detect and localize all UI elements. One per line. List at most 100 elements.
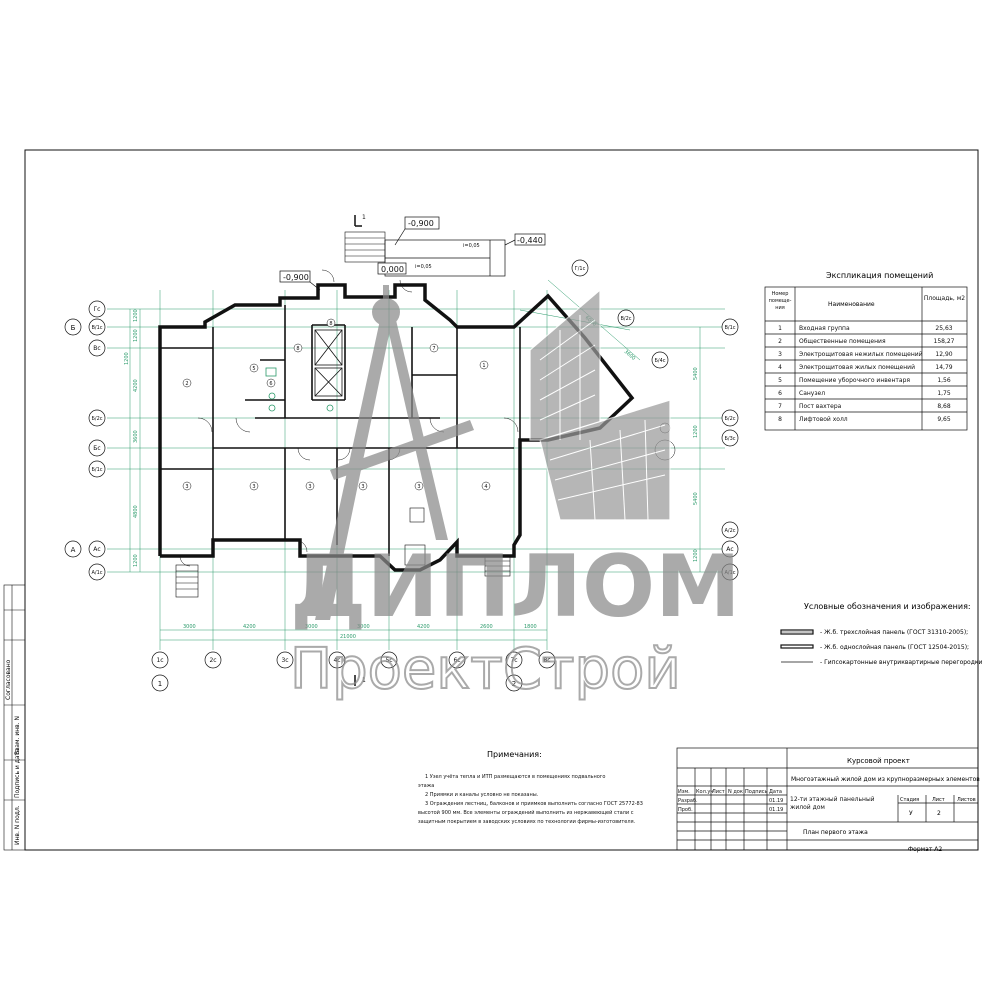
axis-label: А/2с bbox=[724, 528, 735, 534]
level-value: -0,440 bbox=[517, 236, 543, 245]
stamp-format: Формат А2 bbox=[908, 846, 942, 853]
legend-item: - Ж.б. трехслойная панель (ГОСТ 31310-20… bbox=[820, 629, 968, 636]
explication-cell-name: Пост вахтера bbox=[799, 403, 842, 410]
room-number: 3 bbox=[185, 484, 188, 490]
axis-label: Ас bbox=[93, 546, 100, 553]
axis-label: 7с bbox=[510, 657, 517, 664]
bottom-dimensions: 3000 4200 3000 3000 4200 2600 1800 21000 bbox=[183, 624, 537, 640]
axis-label: 4с bbox=[333, 657, 340, 664]
room-number: 5 bbox=[252, 366, 255, 372]
room-number: 3 bbox=[308, 484, 311, 490]
explication-cell-area: 8,68 bbox=[937, 403, 951, 410]
stamp-sheet-header: Лист bbox=[932, 797, 945, 803]
inner-frame bbox=[24, 149, 979, 851]
stamp-role: Проб. bbox=[678, 807, 693, 813]
axis-label: Гс bbox=[94, 306, 101, 313]
explication-cell-area: 9,65 bbox=[937, 416, 951, 423]
level-value: -0,900 bbox=[408, 219, 434, 228]
side-stamp bbox=[3, 584, 26, 851]
dim-text: 1800 bbox=[524, 624, 537, 630]
explication-cell-number: 5 bbox=[778, 377, 782, 384]
level-marks bbox=[279, 216, 546, 291]
dim-text: 2600 bbox=[480, 624, 493, 630]
stamp-sheet-title: План первого этажа bbox=[803, 829, 868, 836]
axis-label: Г/1с bbox=[575, 266, 586, 272]
title-block-grid bbox=[676, 747, 979, 851]
note-line: 2 Приямки и каналы условно не показаны. bbox=[425, 792, 539, 798]
legend-item: - Ж.б. однослойная панель (ГОСТ 12504-20… bbox=[820, 644, 969, 651]
axis-label: Б bbox=[71, 324, 76, 332]
side-stamp-label: Подпись и дата bbox=[14, 748, 21, 798]
watermark-line2: ПроектСтрой bbox=[290, 637, 681, 702]
lift-shafts bbox=[314, 329, 343, 397]
explication-cell-number: 4 bbox=[778, 364, 782, 371]
room-number: 3 bbox=[252, 484, 255, 490]
stamp-col: Подпись bbox=[745, 789, 768, 795]
explication-cell-area: 12,90 bbox=[935, 351, 952, 358]
explication-cell-area: 14,79 bbox=[935, 364, 952, 371]
explication-title: Экспликация помещений bbox=[826, 271, 933, 280]
sanitary-fixtures bbox=[265, 367, 334, 412]
axis-label: А/1с bbox=[91, 570, 102, 576]
room-number: 6 bbox=[269, 381, 272, 387]
level-mark-texts: -0,900 -0,900 0,000 -0,440 i=0,05 i=0,05… bbox=[283, 214, 543, 684]
explication-cell-name: Электрощитовая нежилых помещений bbox=[799, 351, 923, 358]
stamp-date: 01.19 bbox=[769, 798, 783, 804]
room-number: 4 bbox=[484, 484, 487, 490]
stamp-project: Многоэтажный жилой дом из крупноразмерны… bbox=[791, 776, 980, 783]
side-stamp-label: Согласовано bbox=[5, 659, 12, 700]
stamp-sheet: 2 bbox=[937, 810, 941, 817]
dim-text: 4200 bbox=[243, 624, 256, 630]
dim-text: 1200 bbox=[693, 425, 699, 438]
note-line: 3 Ограждения лестниц, балконов и приямко… bbox=[425, 801, 643, 807]
right-axis-labels: В/1с Б/2с Б/3с А/2с Ас А/1с bbox=[724, 325, 735, 576]
axis-label: Б/2с bbox=[724, 416, 735, 422]
oblique-axis-labels: Г/1с В/2с Б/4с bbox=[575, 266, 666, 364]
stamp-course: Курсовой проект bbox=[847, 757, 910, 765]
axis-label: 2 bbox=[512, 680, 516, 688]
axis-label: В/1с bbox=[91, 325, 102, 331]
explication-cell-name: Помещение уборочного инвентаря bbox=[799, 377, 910, 384]
axis-label: 6с bbox=[453, 657, 460, 664]
dim-text: 4800 bbox=[133, 505, 139, 518]
section-cut-marks bbox=[354, 215, 362, 686]
section-mark: 1 bbox=[362, 214, 366, 221]
explication-cell-area: 158,27 bbox=[934, 338, 955, 345]
notes-lines: 1 Узел учёта тепла и ИТП размещаются в п… bbox=[418, 774, 643, 825]
stamp-role: Разраб. bbox=[678, 798, 698, 804]
note-line: 1 Узел учёта тепла и ИТП размещаются в п… bbox=[425, 774, 606, 780]
axis-label: Вс bbox=[93, 345, 100, 352]
room-number: 1 bbox=[482, 363, 485, 369]
axis-label: 1 bbox=[158, 680, 162, 688]
axis-label: 3с bbox=[281, 657, 288, 664]
axis-label: Б/3с bbox=[724, 436, 735, 442]
dim-text: 1200 bbox=[693, 549, 699, 562]
axis-label: Б/1с bbox=[91, 467, 102, 473]
stamp-col: Лист bbox=[712, 789, 725, 795]
axis-label: 2с bbox=[209, 657, 216, 664]
room-number: 8 bbox=[329, 321, 332, 327]
note-line: защитным покрытием в заводских условиях … bbox=[418, 819, 636, 825]
axis-label: 8с bbox=[543, 657, 550, 664]
bottom-axis-bubbles bbox=[151, 651, 556, 692]
entrance-stairs bbox=[175, 231, 511, 598]
explication-cell-number: 2 bbox=[778, 338, 782, 345]
room-number: 2 bbox=[185, 381, 188, 387]
room-number: 3 bbox=[361, 484, 364, 490]
axis-label: А bbox=[71, 546, 76, 554]
stamp-col: Изм. bbox=[678, 789, 690, 795]
note-line: этажа bbox=[418, 783, 434, 789]
axis-label: Бс bbox=[93, 445, 100, 452]
watermark-logo: ДИПЛОМ ПроектСтрой bbox=[289, 285, 741, 703]
axis-label: Ас bbox=[726, 546, 733, 553]
room-number: 3 bbox=[417, 484, 420, 490]
explication-cell-name: Общественные помещения bbox=[799, 338, 886, 345]
room-numbers: 1 2 3 3 3 3 3 4 5 6 7 8 8 bbox=[185, 321, 487, 490]
dim-text: 5400 bbox=[693, 492, 699, 505]
dim-text: 3000 bbox=[357, 624, 370, 630]
dim-text: 3600 bbox=[133, 430, 139, 443]
outer-frame bbox=[24, 149, 979, 851]
